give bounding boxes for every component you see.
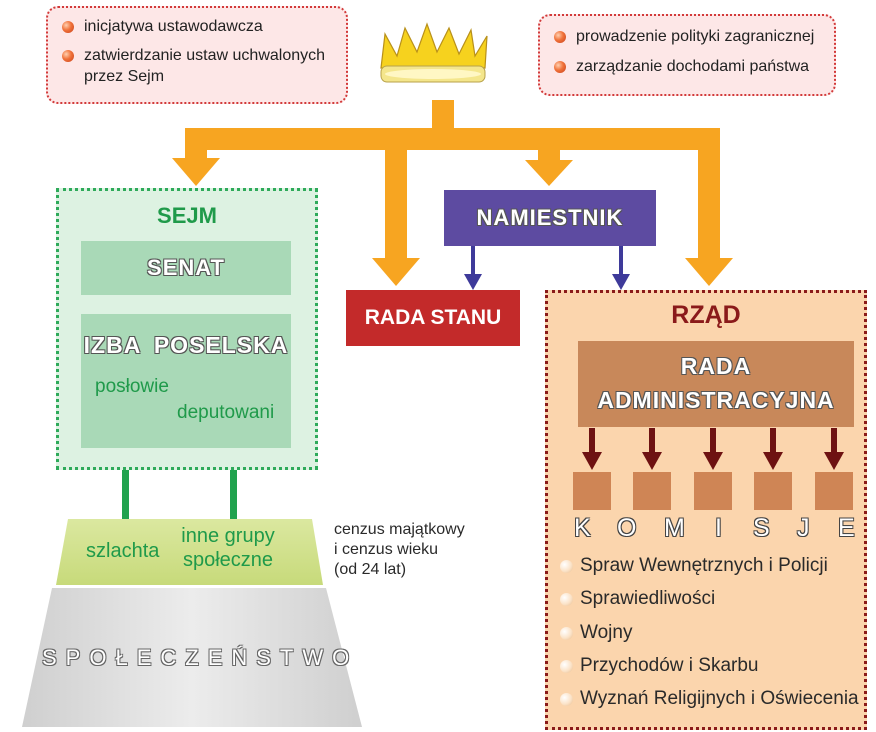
sejm-box: SEJM SENAT IZBA POSELSKA posłowie deputo… <box>56 188 318 470</box>
komisje-letter: O <box>617 514 637 542</box>
inne-grupy-line2: społeczne <box>182 549 274 571</box>
sejm-powers-note: inicjatywa ustawodawcza zatwierdzanie us… <box>46 6 348 104</box>
rada-adm-line2: ADMINISTRACYJNA <box>597 387 835 413</box>
census-line1: cenzus majątkowy <box>334 521 465 538</box>
rada-stanu-label: RADA STANU <box>364 306 502 329</box>
census-line3: (od 24 lat) <box>334 561 407 578</box>
rzad-title: RZĄD <box>671 301 741 329</box>
rada-adm-line1: RADA <box>680 353 752 379</box>
poslowie-label: posłowie <box>95 376 169 397</box>
bullet-icon <box>560 593 573 606</box>
bullet-icon <box>554 61 566 73</box>
census-note: cenzus majątkowy i cenzus wieku (od 24 l… <box>334 520 465 580</box>
spoleczenstwo-label: SPOŁECZEŃSTWO <box>42 645 359 670</box>
bullet-icon <box>560 627 573 640</box>
bullet-icon <box>560 560 573 573</box>
namiestnik-box: NAMIESTNIK <box>444 190 656 246</box>
note-item: przez Sejm <box>84 68 165 85</box>
izba-poselska-box: IZBA POSELSKA posłowie deputowani <box>81 314 291 448</box>
crown-icon <box>380 22 488 83</box>
note-item: prowadzenie polityki zagranicznej <box>576 28 815 45</box>
bullet-icon <box>554 31 566 43</box>
komisje-letter: S <box>753 514 770 542</box>
sejm-title: SEJM <box>157 203 217 228</box>
szlachta-label: szlachta <box>86 540 160 562</box>
king-powers-note: prowadzenie polityki zagranicznej zarząd… <box>538 14 836 96</box>
namiestnik-label: NAMIESTNIK <box>476 205 624 230</box>
komisja-box <box>815 472 853 510</box>
census-line2: i cenzus wieku <box>334 541 439 558</box>
society-base-layer <box>22 588 362 727</box>
senat-box: SENAT <box>81 241 291 295</box>
upper-class-layer <box>56 519 323 585</box>
bullet-icon <box>62 50 74 62</box>
komisje-letter: E <box>838 514 855 542</box>
komisje-letter: J <box>797 514 810 542</box>
izba-poselska-label: IZBA POSELSKA <box>83 332 289 358</box>
komisje-letter: M <box>664 514 685 542</box>
deputowani-label: deputowani <box>177 402 275 423</box>
note-item: inicjatywa ustawodawcza <box>84 18 263 35</box>
rzad-box: RZĄD RADA ADMINISTRACYJNA <box>545 290 867 730</box>
komisja-box <box>573 472 611 510</box>
bullet-icon <box>62 21 74 33</box>
komisja-item: Spraw Wewnętrznych i Policji <box>580 555 828 576</box>
komisja-item: Wyznań Religijnych i Oświecenia <box>580 688 859 709</box>
komisje-letter: K <box>574 514 591 542</box>
komisja-item: Sprawiedliwości <box>580 588 716 609</box>
bullet-icon <box>560 693 573 706</box>
bullet-icon <box>560 660 573 673</box>
inne-grupy-line1: inne grupy <box>181 525 275 547</box>
komisja-box <box>633 472 671 510</box>
komisje-letter: I <box>715 514 722 542</box>
komisja-item: Wojny <box>580 622 633 643</box>
komisja-item: Przychodów i Skarbu <box>580 655 759 676</box>
rada-stanu-box: RADA STANU <box>346 290 520 346</box>
komisja-box <box>694 472 732 510</box>
note-item: zatwierdzanie ustaw uchwalonych <box>84 47 326 64</box>
inne-grupy-label: inne grupy społeczne <box>178 524 278 572</box>
note-item: zarządzanie dochodami państwa <box>576 58 810 75</box>
komisja-box <box>754 472 792 510</box>
senat-label: SENAT <box>147 255 225 280</box>
rada-administracyjna-box: RADA ADMINISTRACYJNA <box>578 341 854 427</box>
